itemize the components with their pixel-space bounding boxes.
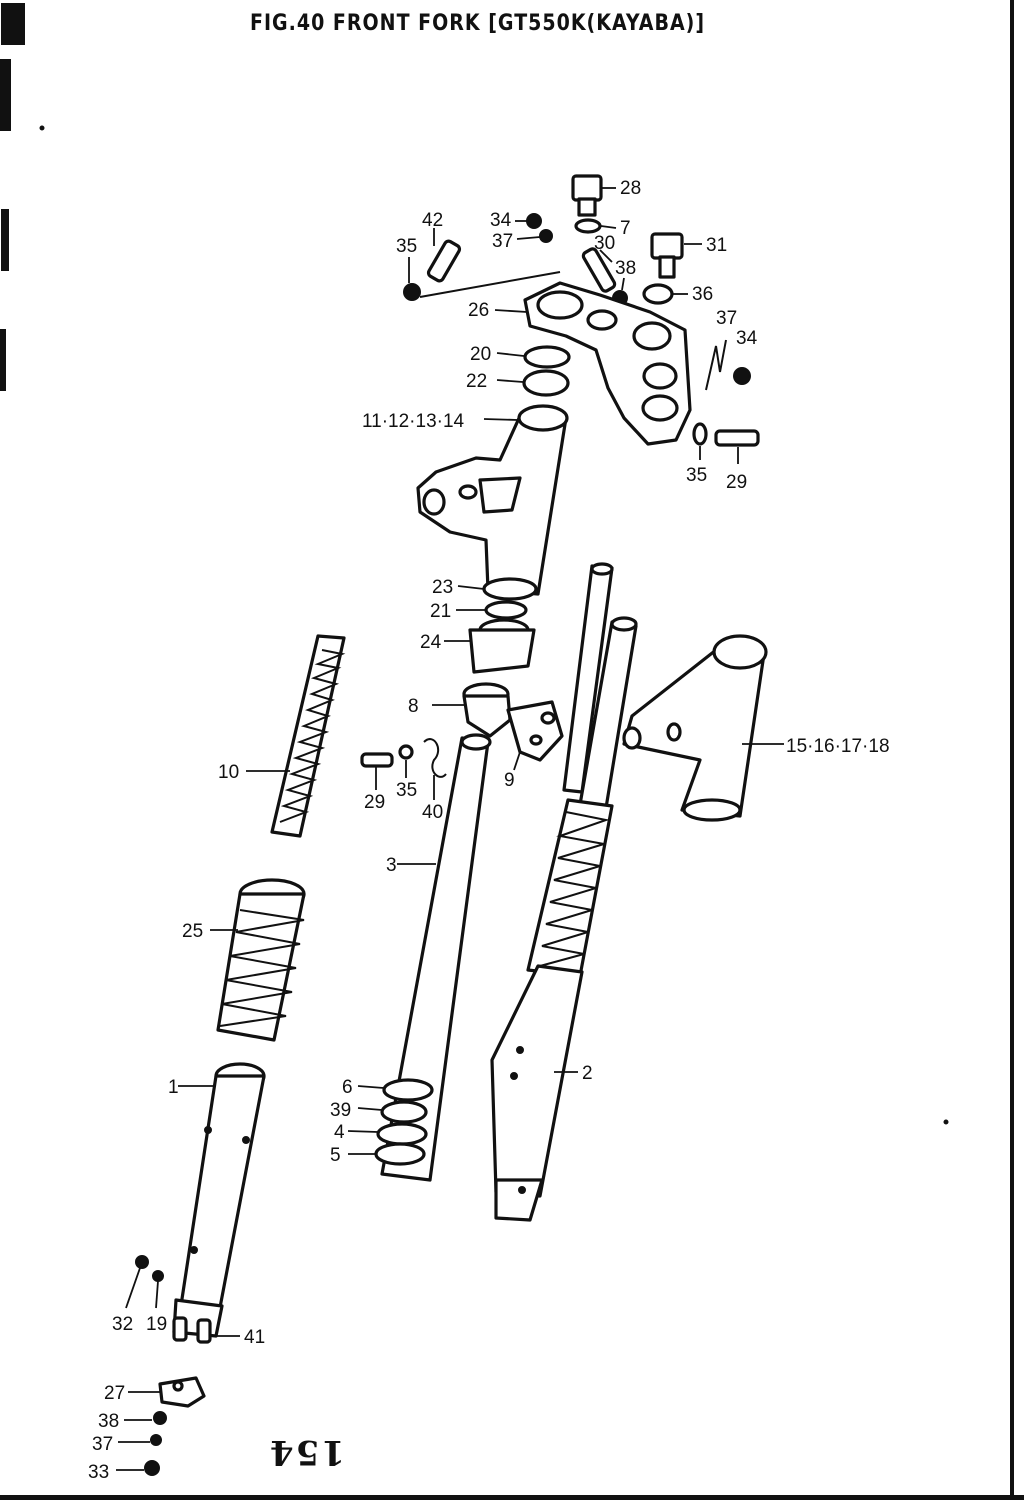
fork-tube-3 (380, 733, 492, 1182)
label-31: 31 (706, 235, 727, 256)
label-30: 30 (594, 233, 615, 254)
label-21: 21 (430, 601, 451, 622)
label-40: 40 (422, 802, 443, 823)
nut-34-top (515, 213, 553, 243)
label-39: 39 (330, 1100, 351, 1121)
bolt-31 (650, 232, 702, 279)
label-15-18: 15·16·17·18 (786, 736, 890, 757)
label-8: 8 (408, 696, 419, 717)
bolt-29-small (360, 752, 394, 790)
label-42: 42 (422, 210, 443, 231)
label-29-right: 29 (726, 472, 747, 493)
bearing-22 (522, 369, 570, 397)
bushing-5 (374, 1142, 426, 1166)
bearing-23 (482, 577, 538, 601)
scan-noise (0, 3, 949, 1125)
nut-34-right (733, 367, 751, 385)
label-34-right: 34 (736, 328, 758, 349)
label-23: 23 (432, 577, 453, 598)
label-22: 22 (466, 371, 487, 392)
label-9: 9 (504, 770, 515, 791)
label-11-14: 11·12·13·14 (362, 411, 465, 432)
outer-tube-1 (172, 1062, 266, 1338)
label-35-small: 35 (396, 780, 417, 801)
label-1: 1 (168, 1077, 179, 1098)
spring-10 (246, 634, 346, 838)
washer-38-bottom (153, 1411, 167, 1425)
label-29-small: 29 (364, 792, 385, 813)
bearing-21 (484, 600, 528, 620)
headlight-bracket-15-18 (622, 634, 784, 822)
bolt-28 (571, 174, 616, 217)
label-2: 2 (582, 1063, 593, 1084)
label-37-right: 37 (716, 308, 737, 329)
label-4: 4 (334, 1122, 345, 1143)
label-37-bottom: 37 (92, 1434, 113, 1455)
bolt-29-right (714, 429, 760, 464)
axle-holder-27 (128, 1376, 206, 1408)
washer-35-small (398, 744, 414, 778)
frame-border-bottom (0, 1495, 1024, 1500)
label-25: 25 (182, 921, 203, 942)
bolt-30 (581, 247, 617, 293)
label-34-top: 34 (490, 210, 512, 231)
label-36: 36 (692, 284, 713, 305)
figure-title: FIG.40 FRONT FORK [GT550K(KAYABA)] (250, 10, 706, 36)
nut-33 (144, 1460, 160, 1476)
label-10: 10 (218, 762, 239, 783)
boot-25 (210, 878, 306, 1042)
label-6: 6 (342, 1077, 353, 1098)
label-35-top: 35 (396, 236, 417, 257)
label-37-top: 37 (492, 231, 513, 252)
label-24: 24 (420, 632, 442, 653)
label-32: 32 (112, 1314, 133, 1335)
upper-bracket-26 (494, 281, 692, 446)
clip-40 (423, 738, 447, 800)
label-38-bottom: 38 (98, 1411, 119, 1432)
bolt-42 (426, 228, 462, 283)
washer-7 (574, 218, 602, 234)
seal-6 (382, 1078, 434, 1102)
washer-36 (642, 283, 674, 305)
fork-assembly-right (490, 562, 638, 1222)
washer-35-right (692, 422, 708, 446)
label-19: 19 (146, 1314, 167, 1335)
label-41: 41 (244, 1327, 265, 1348)
nut-35-top (403, 257, 561, 301)
lower-race-24 (444, 618, 536, 674)
spring-37-right (705, 339, 727, 391)
label-26: 26 (468, 300, 489, 321)
washer-37-bottom (150, 1434, 162, 1446)
label-38-top: 38 (615, 258, 636, 279)
label-28: 28 (620, 178, 641, 199)
label-20: 20 (470, 344, 491, 365)
seal-20 (523, 345, 571, 369)
label-7: 7 (620, 218, 631, 239)
washer-4 (376, 1122, 428, 1146)
label-33: 33 (88, 1462, 109, 1483)
steering-stem-11-14 (416, 404, 569, 596)
label-3: 3 (386, 855, 397, 876)
label-27: 27 (104, 1383, 125, 1404)
ring-39 (380, 1100, 428, 1124)
frame-border-right (1010, 0, 1014, 1500)
label-5: 5 (330, 1145, 341, 1166)
label-35-right: 35 (686, 465, 707, 486)
bracket-8-9 (432, 682, 564, 771)
fasteners-32-19-41 (125, 1255, 240, 1344)
